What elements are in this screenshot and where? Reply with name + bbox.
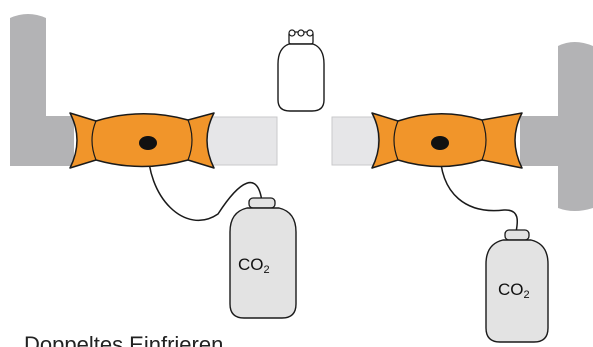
svg-text:CO2: CO2 [238,255,270,276]
left-jacket-connector [139,136,157,150]
svg-text:CO2: CO2 [498,280,530,301]
right-co2-cylinder: CO2 [485,229,549,343]
right-pipe-open-end [331,116,379,166]
right-freeze-jacket [371,112,523,169]
left-cylinder-label: CO [238,255,264,274]
right-pipe [520,42,593,211]
left-co2-cylinder: CO2 [229,197,297,319]
left-hose [147,143,263,221]
left-freeze-jacket [69,112,215,169]
right-jacket-connector [431,136,449,150]
right-cylinder-label: CO [498,280,524,299]
left-pipe [10,14,74,166]
figure-caption: Doppeltes Einfrieren [24,332,224,347]
left-pipe-open-end [204,116,278,166]
left-cylinder-subscript: 2 [264,264,270,276]
right-cylinder-subscript: 2 [524,289,530,301]
right-hose [439,143,519,233]
pressure-vessel-icon [277,29,325,112]
